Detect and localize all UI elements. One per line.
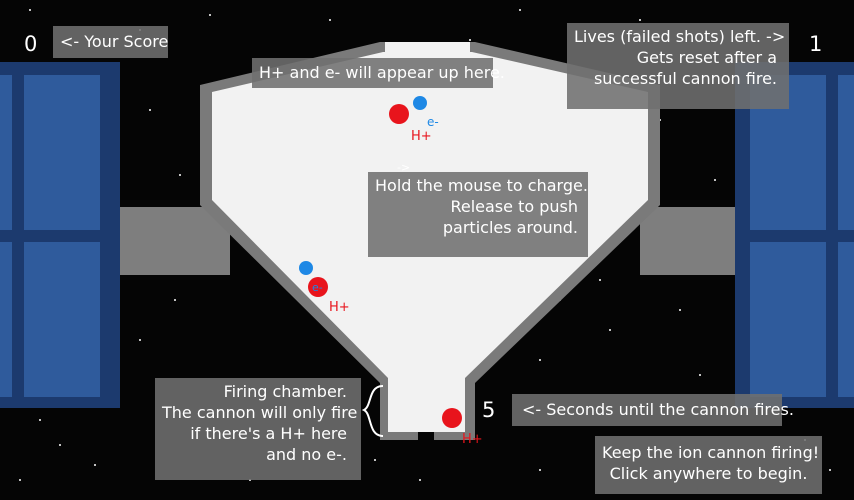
timer-label: <- Seconds until the cannon fires. [512, 394, 794, 426]
mouse-hint-line: particles around. [442, 218, 578, 237]
lives-label: Lives (failed shots) left. -> Gets reset… [567, 23, 789, 109]
mouse-hint-line: Release to push [450, 197, 578, 216]
start-prompt-line: Keep the ion cannon firing! [602, 443, 820, 462]
chamber-hint-line: and no e-. [266, 445, 347, 464]
start-prompt-line: Click anywhere to begin. [609, 464, 808, 483]
mouse-hint-line: Hold the mouse to charge. [375, 176, 588, 195]
proton-particle [389, 104, 409, 124]
left-solar-panel [0, 62, 120, 408]
chamber-hint-line: The cannon will only fire [162, 403, 358, 422]
lives-value: 1 [809, 32, 823, 56]
timer-value: 5 [482, 398, 496, 422]
electron-particle [413, 96, 427, 110]
electron-particle [299, 261, 313, 275]
arrow-glyph: -> [397, 161, 411, 174]
left-beam [120, 207, 230, 275]
chamber-hint-line: if there's a H+ here [190, 424, 347, 443]
proton-particle [442, 408, 462, 428]
proton-label: H+ [462, 432, 483, 447]
start-prompt[interactable]: Keep the ion cannon firing! Click anywhe… [595, 436, 822, 494]
mouse-hint: Hold the mouse to charge. Release to pus… [368, 172, 588, 257]
score-value: 0 [24, 32, 38, 56]
right-beam [640, 207, 735, 275]
chamber-hint-line: Firing chamber. [223, 382, 347, 401]
lives-label-line: Lives (failed shots) left. -> [574, 27, 786, 46]
chamber-hint: Firing chamber. The cannon will only fir… [155, 378, 361, 480]
lives-label-line: Gets reset after a [636, 48, 777, 67]
proton-label: H+ [329, 300, 350, 315]
chamber-bracket [361, 385, 384, 437]
score-label: <- Your Score [53, 26, 168, 58]
electron-label: e- [427, 115, 439, 129]
lives-label-line: successful cannon fire. [593, 69, 777, 88]
spawn-hint: H+ and e- will appear up here. [252, 58, 505, 88]
electron-label: e- [312, 281, 323, 294]
proton-label: H+ [411, 129, 432, 144]
proton-particle [308, 277, 328, 297]
right-solar-panel [735, 62, 854, 408]
